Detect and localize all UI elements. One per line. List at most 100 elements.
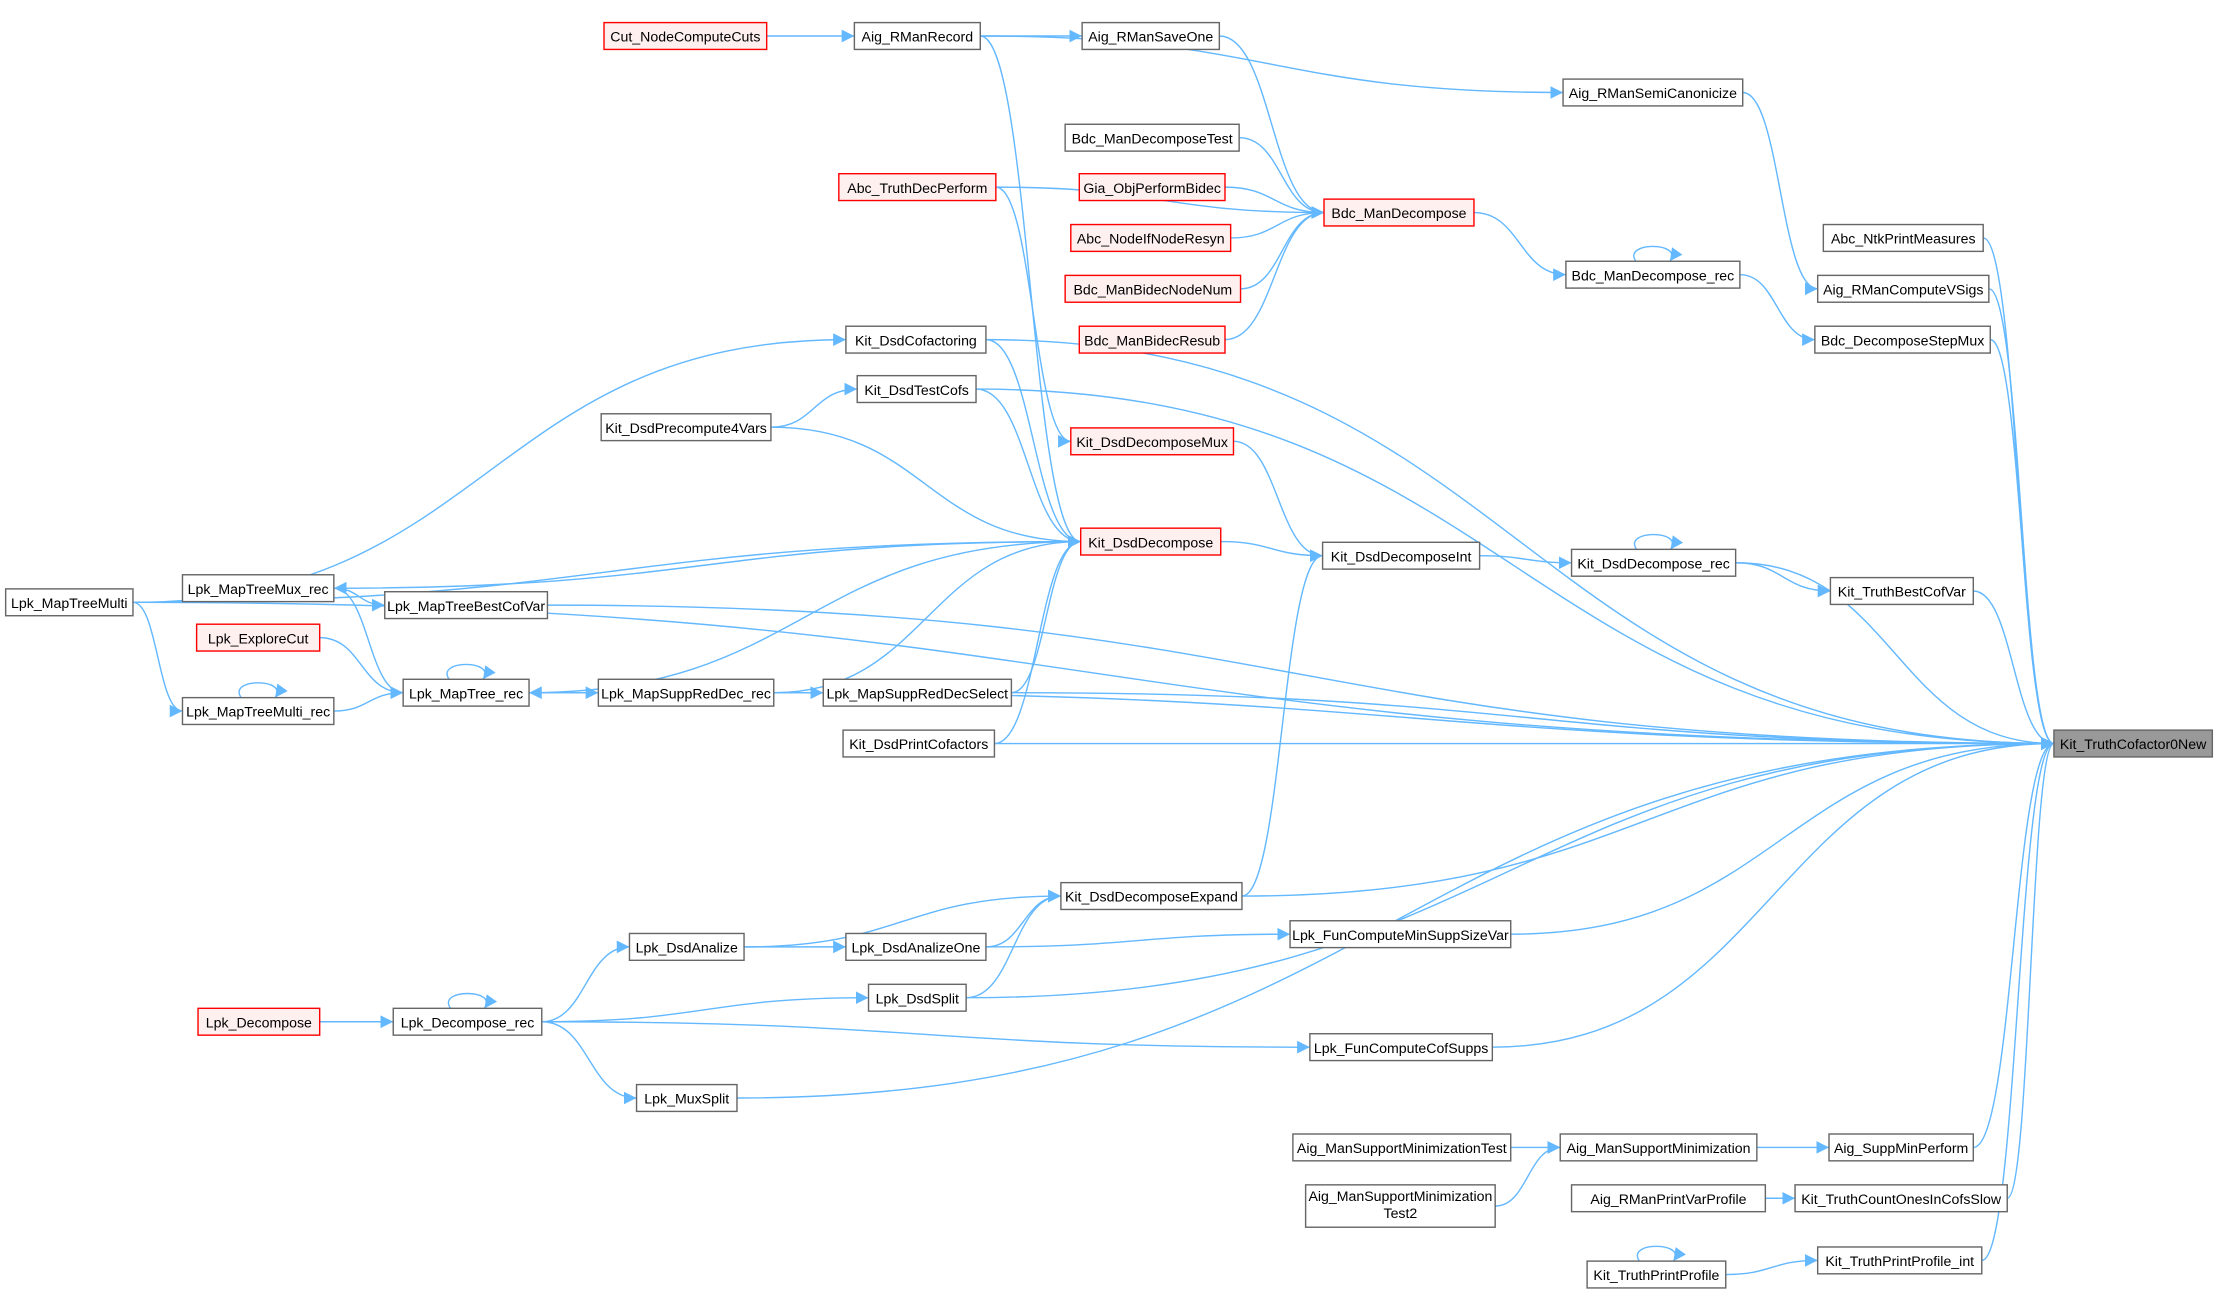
node-bdc-man-bidec-node-num[interactable]: Bdc_ManBidecNodeNum [1064, 274, 1242, 303]
node-abc-node-if-node-resyn[interactable]: Abc_NodeIfNodeResyn [1070, 223, 1232, 253]
node-label: Lpk_DsdAnalizeOne [851, 940, 980, 956]
edge-lpk-map-tree-multi-to-kit-truth-cofactor0-new [132, 601, 2054, 750]
edge-lpk-dsd-analize-one-to-lpk-fun-compute-min-supp-size-var [985, 927, 1291, 948]
node-kit-dsd-decompose-int[interactable]: Kit_DsdDecomposeInt [1321, 541, 1481, 570]
node-lpk-decompose-rec[interactable]: Lpk_Decompose_rec [392, 1007, 543, 1036]
node-lpk-dsd-analize-one[interactable]: Lpk_DsdAnalizeOne [845, 932, 987, 962]
node-lpk-map-tree-rec[interactable]: Lpk_MapTree_rec [402, 678, 530, 707]
node-kit-truth-print-profile[interactable]: Kit_TruthPrintProfile [1586, 1260, 1727, 1289]
node-kit-truth-best-cof-var[interactable]: Kit_TruthBestCofVar [1829, 576, 1974, 606]
edge-lpk-map-tree-mux-rec-to-kit-dsd-decompose [333, 535, 1081, 589]
edge-lpk-fun-compute-cof-supps-to-kit-truth-cofactor0-new [1492, 737, 2054, 1048]
node-bdc-man-decompose[interactable]: Bdc_ManDecompose [1323, 198, 1475, 227]
node-kit-dsd-decompose[interactable]: Kit_DsdDecompose [1080, 527, 1222, 556]
edge-bdc-man-bidec-resub-to-bdc-man-decompose [1224, 206, 1325, 341]
node-lpk-map-tree-multi[interactable]: Lpk_MapTreeMulti [4, 588, 134, 617]
edge-kit-dsd-decompose-rec-to-kit-truth-cofactor0-new [1735, 562, 2054, 750]
node-abc-ntk-print-measures[interactable]: Abc_NtkPrintMeasures [1822, 223, 1984, 253]
edge-kit-dsd-cofactoring-to-kit-dsd-decompose [985, 338, 1081, 548]
node-kit-truth-cofactor0-new[interactable]: Kit_TruthCofactor0New [2053, 729, 2214, 758]
edge-kit-dsd-cofactoring-to-kit-truth-cofactor0-new [985, 338, 2054, 750]
edge-aig-rman-save-one-to-bdc-man-decompose [1219, 35, 1325, 219]
node-label: Lpk_ExploreCut [208, 630, 309, 646]
node-kit-dsd-cofactoring[interactable]: Kit_DsdCofactoring [845, 325, 987, 354]
node-box [597, 678, 775, 707]
node-aig-man-support-minimization-test[interactable]: Aig_ManSupportMinimizationTest [1292, 1133, 1512, 1162]
node-box [1081, 21, 1221, 51]
edge-kit-dsd-test-cofs-to-kit-dsd-decompose [976, 388, 1081, 548]
node-label: Aig_ManSupportMinimization [1567, 1140, 1751, 1156]
node-lpk-explore-cut[interactable]: Lpk_ExploreCut [195, 623, 321, 652]
node-box [1078, 325, 1226, 354]
node-label-line: Test2 [1383, 1205, 1417, 1221]
node-label: Bdc_ManDecompose_rec [1572, 267, 1735, 283]
node-lpk-map-tree-mux-rec[interactable]: Lpk_MapTreeMux_rec [181, 574, 335, 603]
node-label: Kit_TruthPrintProfile [1593, 1267, 1719, 1283]
node-box [1816, 274, 1990, 303]
node-bdc-man-decompose-rec[interactable]: Bdc_ManDecompose_rec [1565, 260, 1741, 289]
edge-kit-dsd-decompose-rec-to-kit-truth-best-cof-var [1735, 562, 1831, 598]
edge-aig-rman-record-to-kit-dsd-decompose [980, 35, 1081, 548]
node-aig-rman-save-one[interactable]: Aig_RManSaveOne [1081, 21, 1221, 51]
node-label: Bdc_ManBidecNodeNum [1073, 282, 1232, 298]
edge-lpk-decompose-rec-to-lpk-mux-split [541, 1021, 637, 1105]
node-box [856, 374, 977, 404]
node-kit-dsd-decompose-rec[interactable]: Kit_DsdDecompose_rec [1570, 548, 1737, 577]
edge-lpk-decompose-rec-to-lpk-decompose-rec [447, 992, 498, 1009]
node-label: Kit_DsdDecomposeMux [1076, 434, 1228, 450]
edge-kit-dsd-decompose-rec-to-kit-dsd-decompose-rec [1633, 533, 1684, 550]
node-box [1304, 1184, 1496, 1228]
edge-lpk-map-tree-multi-rec-to-lpk-map-tree-rec [333, 686, 404, 712]
edge-kit-dsd-decompose-expand-to-kit-dsd-decompose-int [1241, 549, 1323, 897]
node-bdc-decompose-step-mux[interactable]: Bdc_DecomposeStepMux [1814, 325, 1991, 354]
node-kit-truth-print-profile-int[interactable]: Kit_TruthPrintProfile_int [1816, 1246, 1983, 1275]
node-cut-node-compute-cuts[interactable]: Cut_NodeComputeCuts [603, 21, 768, 51]
node-aig-rman-compute-vsigs[interactable]: Aig_RManComputeVSigs [1816, 274, 1990, 303]
node-aig-rman-print-var-profile[interactable]: Aig_RManPrintVarProfile [1570, 1184, 1767, 1213]
node-box [1559, 1133, 1758, 1162]
node-lpk-map-supp-red-dec-rec[interactable]: Lpk_MapSuppRedDec_rec [597, 678, 775, 707]
node-lpk-decompose[interactable]: Lpk_Decompose [197, 1007, 321, 1036]
node-label: Aig_RManSaveOne [1088, 29, 1213, 45]
node-box [635, 1083, 738, 1113]
node-kit-dsd-decompose-mux[interactable]: Kit_DsdDecomposeMux [1070, 427, 1235, 456]
node-lpk-map-supp-red-dec-select[interactable]: Lpk_MapSuppRedDecSelect [822, 678, 1013, 707]
node-box [1816, 1246, 1983, 1275]
node-box [867, 983, 967, 1012]
node-label-line: Aig_ManSupportMinimization [1308, 1188, 1492, 1204]
node-kit-dsd-print-cofactors[interactable]: Kit_DsdPrintCofactors [842, 729, 996, 758]
node-aig-rman-record[interactable]: Aig_RManRecord [853, 21, 981, 51]
node-gia-obj-perform-bidec[interactable]: Gia_ObjPerformBidec [1078, 172, 1226, 202]
node-bdc-man-decompose-test[interactable]: Bdc_ManDecomposeTest [1064, 123, 1240, 152]
node-aig-supp-min-perform[interactable]: Aig_SuppMinPerform [1828, 1133, 1974, 1162]
node-box [1070, 223, 1232, 253]
node-kit-dsd-precompute4-vars[interactable]: Kit_DsdPrecompute4Vars [600, 413, 772, 442]
node-box [1060, 881, 1243, 911]
node-lpk-fun-compute-min-supp-size-var[interactable]: Lpk_FunComputeMinSuppSizeVar [1289, 920, 1512, 949]
node-box [1064, 274, 1242, 303]
node-lpk-dsd-analize[interactable]: Lpk_DsdAnalize [628, 932, 745, 962]
node-lpk-mux-split[interactable]: Lpk_MuxSplit [635, 1083, 738, 1113]
node-label: Kit_TruthBestCofVar [1838, 584, 1966, 600]
node-aig-man-support-minimization[interactable]: Aig_ManSupportMinimization [1559, 1133, 1758, 1162]
node-kit-dsd-decompose-expand[interactable]: Kit_DsdDecomposeExpand [1060, 881, 1243, 911]
node-box [1292, 1133, 1512, 1162]
node-label: Lpk_Decompose [206, 1014, 312, 1030]
edge-lpk-decompose-rec-to-lpk-dsd-split [541, 991, 869, 1023]
node-lpk-fun-compute-cof-supps[interactable]: Lpk_FunComputeCofSupps [1309, 1033, 1494, 1062]
node-box [1070, 427, 1235, 456]
node-aig-rman-semi-canonicize[interactable]: Aig_RManSemiCanonicize [1562, 78, 1744, 107]
node-lpk-map-tree-best-cof-var[interactable]: Lpk_MapTreeBestCofVar [384, 591, 549, 620]
node-box [4, 588, 134, 617]
node-kit-truth-count-ones-in-cofs-slow[interactable]: Kit_TruthCountOnesInCofsSlow [1794, 1184, 2008, 1213]
node-label: Bdc_DecomposeStepMux [1821, 332, 1984, 348]
node-abc-truth-dec-perform[interactable]: Abc_TruthDecPerform [838, 172, 997, 202]
node-box [392, 1007, 543, 1036]
node-label: Kit_TruthCofactor0New [2060, 736, 2207, 752]
node-kit-dsd-test-cofs[interactable]: Kit_DsdTestCofs [856, 374, 977, 404]
node-bdc-man-bidec-resub[interactable]: Bdc_ManBidecResub [1078, 325, 1226, 354]
node-lpk-dsd-split[interactable]: Lpk_DsdSplit [867, 983, 967, 1012]
node-lpk-map-tree-multi-rec[interactable]: Lpk_MapTreeMulti_rec [181, 696, 335, 726]
node-box [1814, 325, 1991, 354]
